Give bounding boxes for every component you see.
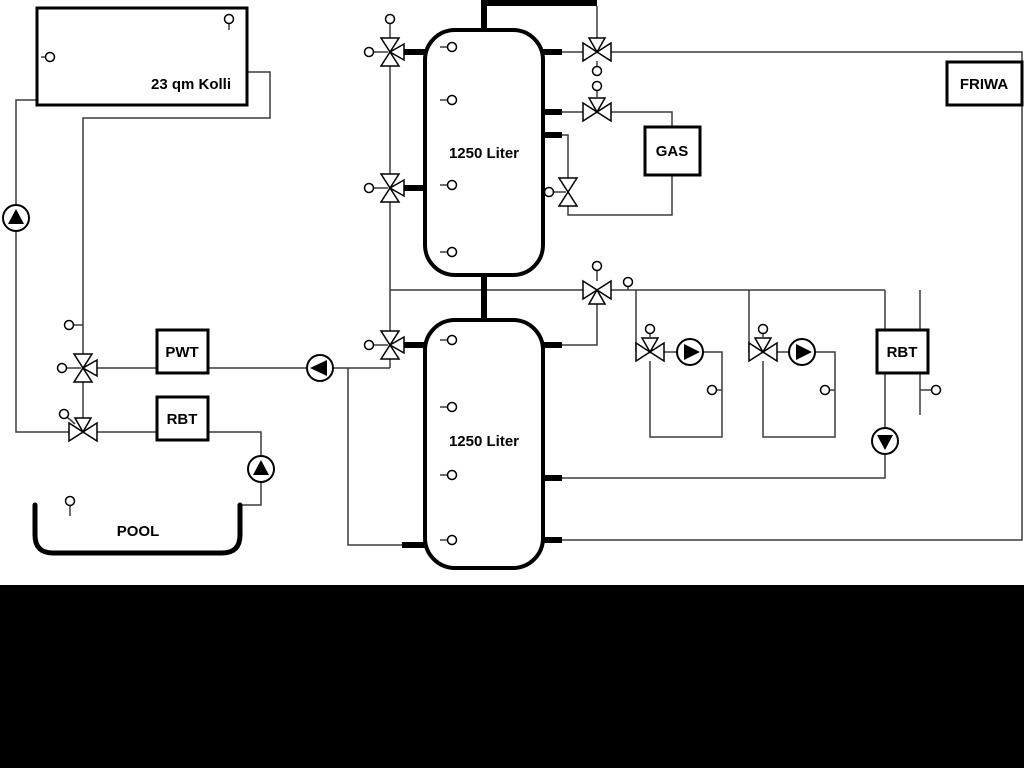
three-way-valve: [379, 330, 405, 360]
temperature-sensor-icon: [440, 534, 458, 546]
temperature-sensor-icon: [440, 334, 458, 346]
temperature-sensor-icon: [440, 41, 458, 53]
valve-actuator-icon: [56, 362, 81, 374]
valve-actuator-icon: [591, 61, 603, 77]
footer-band: [0, 585, 1024, 768]
solar-collector: 23 qm Kolli: [35, 6, 249, 107]
valve-actuator-icon: [363, 182, 388, 194]
temperature-sensor-icon: [223, 13, 235, 30]
three-way-valve: [635, 337, 665, 363]
rbt-left-box: RBT: [155, 395, 210, 442]
pipes-thick: [402, 0, 597, 548]
friwa-module-box: FRIWA: [945, 60, 1024, 107]
buffer-tank-bottom: 1250 Liter: [423, 318, 545, 570]
pump-primary: [306, 354, 334, 382]
rbt-left-label: RBT: [167, 411, 198, 428]
valve-actuator-icon: [363, 46, 388, 58]
temperature-sensor-icon: [440, 94, 458, 106]
tank-top-label: 1250 Liter: [449, 145, 519, 162]
temperature-sensor-icon: [41, 51, 56, 63]
pwt-label: PWT: [165, 344, 198, 361]
temperature-sensor-icon: [440, 179, 458, 191]
temperature-sensor-icon: [819, 384, 835, 396]
valve-actuator-icon: [591, 260, 603, 281]
valve-actuator-icon: [58, 408, 76, 425]
gas-label: GAS: [656, 143, 689, 160]
three-way-valve: [582, 37, 612, 63]
temperature-sensor-icon: [920, 384, 942, 396]
pump-heating-circuit-1: [676, 338, 704, 366]
three-way-valve: [582, 279, 612, 305]
temperature-sensor-icon: [384, 13, 396, 25]
three-way-valve: [72, 353, 98, 383]
three-way-valve: [379, 37, 405, 67]
temperature-sensor-icon: [63, 319, 83, 331]
pump-collector: [2, 204, 30, 232]
pwt-heat-exchanger-box: PWT: [155, 328, 210, 375]
friwa-label: FRIWA: [960, 76, 1008, 93]
three-way-valve: [68, 417, 98, 443]
temperature-sensor-icon: [622, 276, 634, 290]
pool-label: POOL: [117, 523, 160, 540]
gas-boiler-box: GAS: [643, 125, 702, 177]
temperature-sensor-icon: [706, 384, 722, 396]
pipes-thin: [15, 6, 1023, 546]
temperature-sensor-icon: [64, 495, 76, 516]
collector-label: 23 qm Kolli: [151, 76, 231, 93]
rbt-right-box: RBT: [875, 328, 930, 375]
valve-actuator-icon: [363, 339, 388, 351]
buffer-tank-top: 1250 Liter: [423, 28, 545, 277]
temperature-sensor-icon: [440, 469, 458, 481]
valve-actuator-icon: [591, 80, 603, 98]
valve-actuator-icon: [757, 323, 769, 338]
temperature-sensor-icon: [440, 246, 458, 258]
valve-actuator-icon: [543, 186, 566, 198]
rbt-right-label: RBT: [887, 344, 918, 361]
three-way-valve: [379, 173, 405, 203]
temperature-sensor-icon: [440, 401, 458, 413]
tank-bottom-label: 1250 Liter: [449, 433, 519, 450]
pool-basin: POOL: [32, 502, 243, 556]
pump-rbt-return: [871, 427, 899, 455]
pump-pool: [247, 455, 275, 483]
pump-heating-circuit-2: [788, 338, 816, 366]
valve-actuator-icon: [644, 323, 656, 338]
two-way-valve: [557, 177, 579, 207]
